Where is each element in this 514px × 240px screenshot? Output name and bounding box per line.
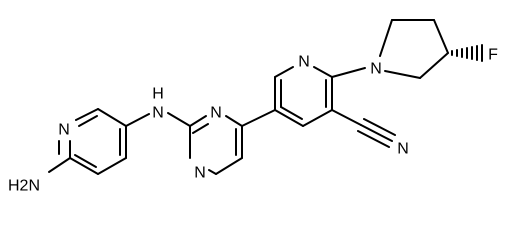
bond: [74, 154, 97, 168]
bond: [357, 130, 390, 148]
molecule-svg: N H2N N H N N N N F N: [8, 19, 498, 195]
bond-nh-right: [167, 112, 191, 127]
pyrrolidine-ring: [379, 19, 449, 79]
bond-biaryl: [241, 109, 276, 127]
molecule-structure-diagram: N H2N N H N N N N F N: [8, 19, 498, 195]
bond: [384, 70, 421, 79]
bond-amino: [48, 157, 71, 173]
bond: [274, 66, 294, 78]
pyrimidine-ring: [189, 115, 243, 175]
bond: [302, 109, 333, 127]
atom-label: N: [397, 141, 409, 158]
atom-label: N: [298, 54, 310, 71]
bond: [189, 115, 207, 127]
bond: [69, 157, 99, 175]
bond: [379, 19, 393, 57]
bond: [75, 108, 99, 121]
bond: [208, 169, 217, 175]
bond: [419, 52, 449, 79]
bond: [215, 157, 243, 175]
atom-label: F: [488, 47, 498, 64]
bond: [313, 66, 333, 78]
atom-label: N: [58, 122, 70, 139]
hashed-wedge-bond: [451, 44, 483, 62]
atom-label: N: [210, 105, 222, 122]
nitrile-triple-bond: [357, 118, 396, 148]
bond: [78, 115, 98, 127]
bond: [225, 115, 243, 127]
bond-pyrrolidine-n: [331, 67, 366, 78]
atom-label: N: [370, 61, 382, 78]
atom-label: H: [152, 86, 164, 103]
bond: [97, 157, 127, 175]
atom-label: H2N: [8, 178, 40, 195]
bond: [363, 118, 396, 136]
bond: [280, 106, 303, 120]
bond: [433, 19, 449, 54]
atom-label: N: [194, 165, 206, 182]
bond: [192, 123, 209, 134]
pyridine-ring: [274, 66, 333, 127]
aminopyridine-ring: [58, 108, 127, 175]
bond: [360, 124, 393, 142]
bond: [97, 108, 127, 127]
bond: [274, 109, 304, 127]
bond-nitrile-c: [331, 109, 362, 126]
bond-nh-left: [125, 113, 150, 127]
atom-label: N: [152, 105, 164, 122]
